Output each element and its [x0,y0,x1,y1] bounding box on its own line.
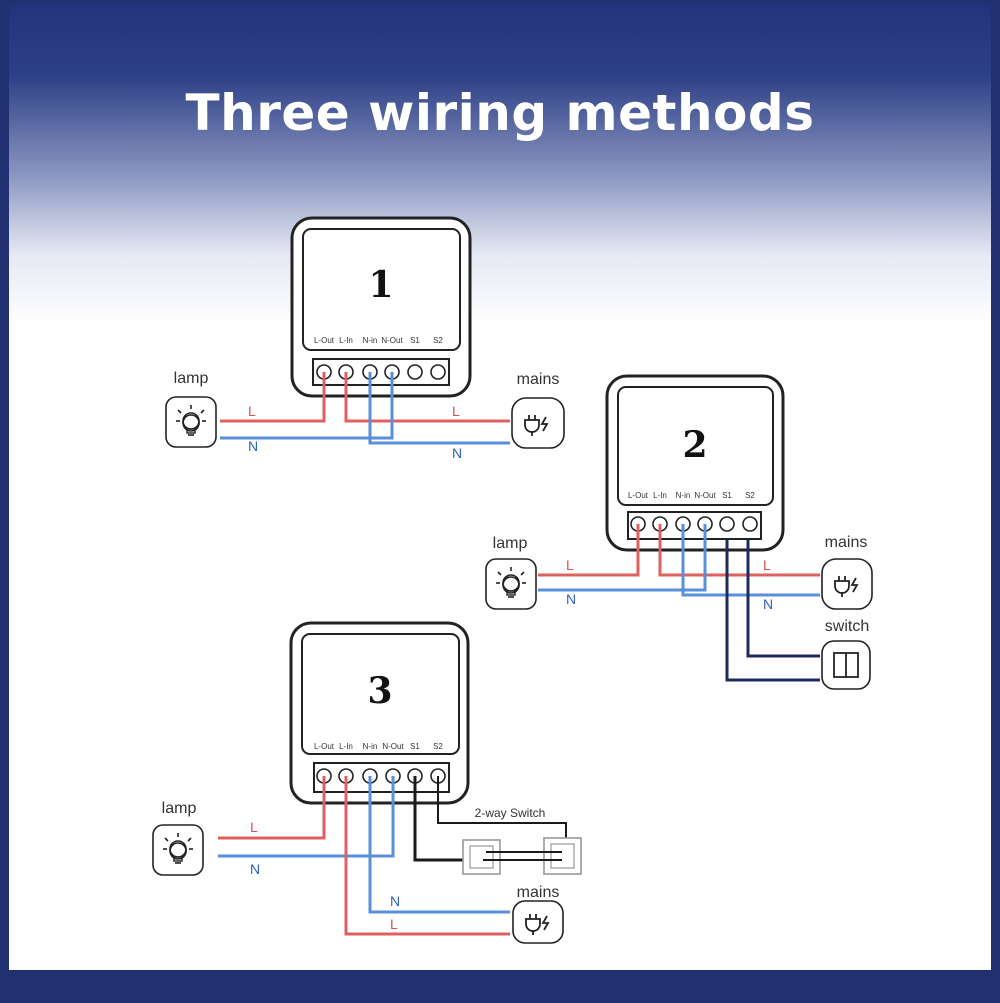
method-number-1: 1 [368,264,393,306]
wire-label-l: L [250,819,258,835]
two-way-switch-label: 2-way Switch [475,806,546,820]
mains-label: mains [517,371,560,388]
terminal-block [312,358,450,386]
switch-wire [413,776,483,862]
method-number-2: 2 [682,424,707,466]
wall-switch-icon [833,652,859,678]
mains-box [511,397,565,449]
switch-wire [746,540,820,658]
wire-label-l: L [248,403,256,419]
wire-label-l: L [566,557,574,573]
terminal-label: N-in [363,336,378,345]
method-3: 3 L-Out L-In N-in N-Out S1 S2 L N N L 2-… [152,621,582,944]
neutral-wire [218,776,395,858]
method-1: 1 L-Out L-In N-in N-Out S1 S2 L N L N la… [165,216,565,461]
terminal-label: N-Out [381,336,403,345]
method-number-3: 3 [367,670,392,712]
live-wire [344,776,510,936]
two-way-switch-icon [543,837,582,875]
terminal-block [313,762,450,793]
two-way-switch-icon [462,839,501,875]
terminal-label: N-Out [694,491,716,500]
mains-box [512,900,564,944]
terminal-label: N-in [676,491,691,500]
lamp-label: lamp [493,535,528,552]
live-wire [218,776,326,840]
terminal-label: N-in [363,742,378,751]
terminal-label: L-Out [314,742,335,751]
terminal-label: N-Out [382,742,404,751]
terminal-block [627,511,762,540]
neutral-wire [220,372,394,440]
terminal-label: S2 [745,491,755,500]
terminal-label: S2 [433,742,443,751]
wire-label-n: N [390,893,400,909]
wire-label-n: N [250,861,260,877]
live-wire [538,524,640,577]
mains-label: mains [517,884,560,901]
terminal-label: L-Out [314,336,335,345]
lamp-box [165,396,217,448]
live-wire [658,524,820,577]
wire-label-n: N [248,438,258,454]
mains-box [821,558,873,610]
terminal-label: L-In [339,742,353,751]
lamp-box [152,824,204,876]
terminal-label: L-In [653,491,667,500]
switch-wire [725,540,820,682]
neutral-wire [681,524,820,597]
wire-label-l: L [763,557,771,573]
neutral-wire [368,372,510,445]
wire-label-l: L [390,916,398,932]
terminal-label: S1 [722,491,732,500]
terminal-label: L-In [339,336,353,345]
switch-label: switch [825,618,869,635]
wire-label-n: N [566,591,576,607]
wire-label-n: N [452,445,462,461]
neutral-wire [538,524,707,592]
wire-label-l: L [452,403,460,419]
neutral-wire [368,776,510,914]
live-wire [220,372,326,423]
terminal-label: S2 [433,336,443,345]
terminal-label: L-Out [628,491,649,500]
terminal-label: S1 [410,336,420,345]
diagram-panel [9,5,991,970]
method-2: 2 L-Out L-In N-in N-Out S1 S2 L N L N la… [485,374,873,690]
lamp-box [485,558,537,610]
terminal-label: S1 [410,742,420,751]
live-wire [344,372,510,423]
mains-label: mains [825,534,868,551]
wire-label-n: N [763,596,773,612]
lamp-label: lamp [162,800,197,817]
lamp-label: lamp [174,370,209,387]
page-title: Three wiring methods [185,84,815,142]
